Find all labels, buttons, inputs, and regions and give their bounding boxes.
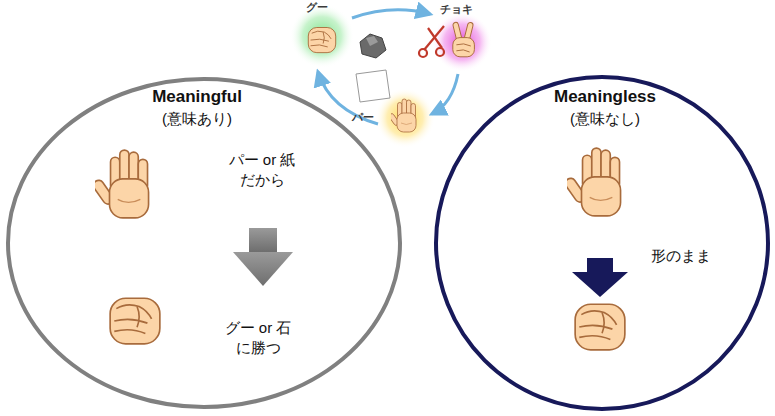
hand-name-label: パー [352,110,374,125]
meaningful-region: Meaningful(意味あり) パー or 紙 だからグー or 石 に勝つ [5,76,403,410]
region-heading: Meaningful [87,86,307,108]
reason-text: パー or 紙 だから [220,150,304,189]
result-text: グー or 石 に勝つ [216,318,300,357]
hand-name-label: グー [306,0,328,15]
arrow-note: 形のまま [626,246,736,266]
hand-name-label: チョキ [440,2,473,17]
meaningless-region: Meaningless(意味なし) 形のまま [433,74,771,412]
region-subheading: (意味あり) [87,109,307,129]
region-subheading: (意味なし) [495,109,715,129]
region-heading: Meaningless [495,86,715,108]
